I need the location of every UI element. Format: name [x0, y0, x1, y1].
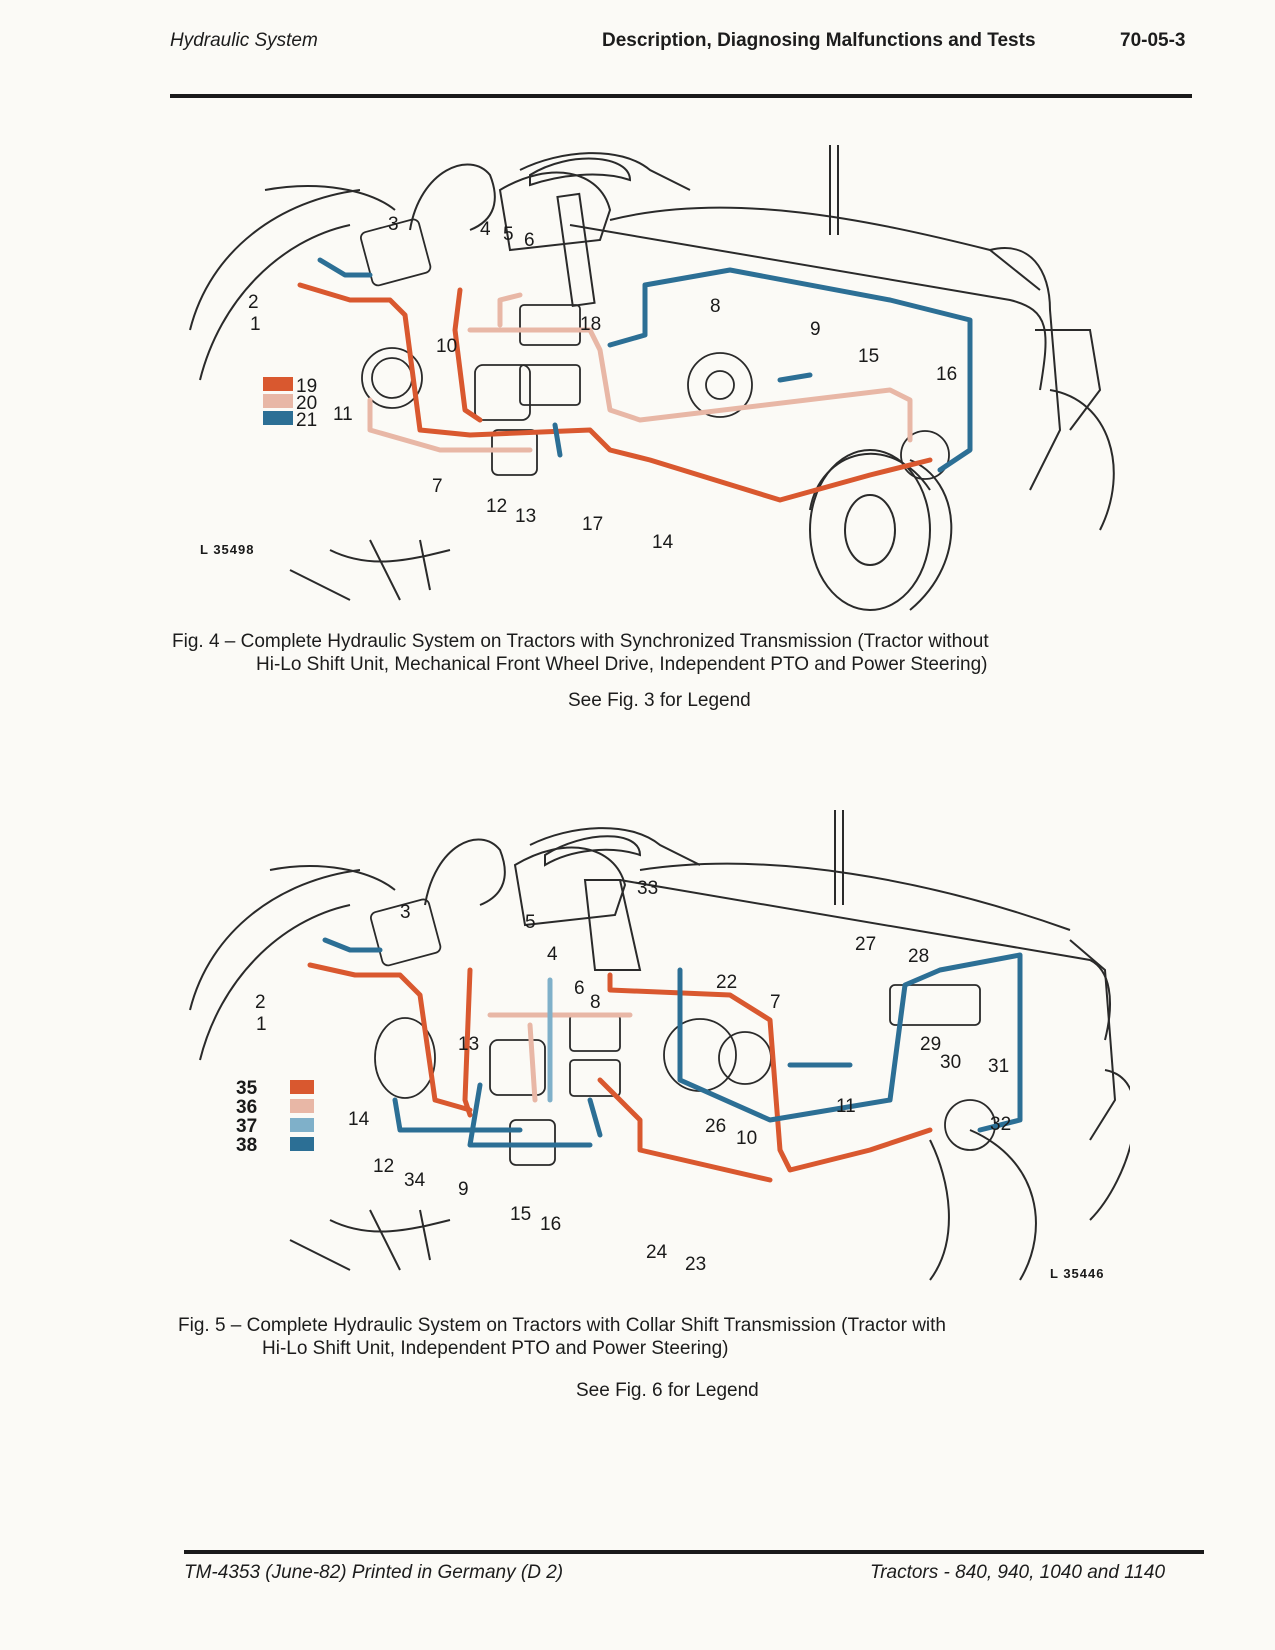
callout: 30: [940, 1052, 961, 1073]
steering-column: [544, 810, 844, 971]
hydraulic-lines: [307, 937, 1023, 1183]
legend-number: 35: [236, 1078, 258, 1099]
footer-models: Tractors - 840, 940, 1040 and 1140: [870, 1562, 1166, 1583]
callout: 29: [920, 1034, 941, 1055]
callout-labels: 2 1 3 4 5 6 7 8 9 10 11 12 13 14 15 16 1…: [248, 214, 957, 553]
callout: 15: [858, 346, 879, 367]
callout: 1: [250, 314, 261, 335]
drawing-code: L 35498: [200, 542, 254, 557]
figure-5-see-legend: See Fig. 6 for Legend: [576, 1380, 759, 1401]
callout: 4: [480, 219, 491, 240]
figure-4-see-legend: See Fig. 3 for Legend: [568, 690, 751, 711]
legend-swatch: [263, 411, 293, 425]
callout: 1: [256, 1014, 267, 1035]
callout: 33: [637, 878, 658, 899]
callout: 28: [908, 946, 929, 967]
callout: 7: [432, 476, 443, 497]
legend-number: 20: [296, 393, 317, 414]
callout: 13: [458, 1034, 479, 1055]
legend-number: 21: [296, 410, 317, 431]
callout: 14: [652, 532, 674, 553]
legend-swatch: [290, 1080, 314, 1094]
legend-swatch: [263, 394, 293, 408]
legend-swatch: [263, 377, 293, 391]
footer-manual-info: TM-4353 (June-82) Printed in Germany (D …: [184, 1562, 564, 1583]
callout: 32: [990, 1114, 1011, 1135]
callout: 17: [582, 514, 603, 535]
callout: 22: [716, 972, 737, 993]
steering-column: [529, 145, 839, 307]
tractor-outline: [189, 152, 1115, 611]
legend-number: 36: [236, 1097, 257, 1118]
callout: 4: [547, 944, 558, 965]
callout: 9: [810, 319, 821, 340]
drawing-code: L 35446: [1050, 1266, 1104, 1281]
callout: 2: [248, 292, 259, 313]
callout: 16: [540, 1214, 561, 1235]
callout: 34: [404, 1170, 426, 1191]
components: [360, 218, 950, 480]
callout: 14: [348, 1109, 370, 1130]
callout: 12: [486, 496, 507, 517]
legend-swatch: [290, 1118, 314, 1132]
callout: 18: [580, 314, 601, 335]
callout: 15: [510, 1204, 531, 1225]
callout: 10: [436, 336, 457, 357]
tractor-outline: [189, 827, 1130, 1281]
header-title: Description, Diagnosing Malfunctions and…: [602, 30, 1036, 51]
page-number: 70-05-3: [1120, 30, 1186, 51]
legend-number: 19: [296, 376, 317, 397]
callout: 12: [373, 1156, 394, 1177]
callout: 5: [525, 912, 536, 933]
callout: 13: [515, 506, 536, 527]
callout: 3: [400, 902, 411, 923]
callout: 7: [770, 992, 781, 1013]
callout: 8: [590, 992, 601, 1013]
callout: 26: [705, 1116, 726, 1137]
callout: 9: [458, 1179, 469, 1200]
legend-number: 37: [236, 1116, 257, 1137]
callout: 11: [333, 404, 353, 425]
color-legend: 35 36 37 38: [236, 1078, 314, 1156]
callout: 5: [503, 224, 514, 245]
header-section: Hydraulic System: [170, 30, 318, 51]
callout: 8: [710, 296, 721, 317]
legend-swatch: [290, 1137, 314, 1151]
header-rule: [170, 94, 1192, 98]
figure-4-caption: Fig. 4 – Complete Hydraulic System on Tr…: [172, 631, 989, 675]
figure-4-illustration: 2 1 3 4 5 6 7 8 9 10 11 12 13 14 15 16 1…: [170, 130, 1130, 630]
callout: 23: [685, 1254, 706, 1275]
callout: 16: [936, 364, 957, 385]
callout: 27: [855, 934, 876, 955]
callout: 10: [736, 1128, 757, 1149]
callout: 6: [524, 230, 535, 251]
color-legend: 19 20 21: [263, 376, 317, 431]
callout: 11: [836, 1096, 856, 1117]
callout: 24: [646, 1242, 668, 1263]
legend-number: 38: [236, 1135, 257, 1156]
callout-labels: 2 1 3 4 5 6 7 8 9 10 11 12 13 14 15 16 2…: [255, 878, 1011, 1275]
callout: 3: [388, 214, 399, 235]
legend-swatch: [290, 1099, 314, 1113]
figure-5-caption: Fig. 5 – Complete Hydraulic System on Tr…: [178, 1315, 946, 1359]
callout: 31: [988, 1056, 1009, 1077]
figure-5-illustration: 2 1 3 4 5 6 7 8 9 10 11 12 13 14 15 16 2…: [170, 800, 1130, 1290]
callout: 6: [574, 978, 585, 999]
hydraulic-lines: [297, 257, 973, 503]
footer-rule: [184, 1550, 1204, 1554]
callout: 2: [255, 992, 266, 1013]
